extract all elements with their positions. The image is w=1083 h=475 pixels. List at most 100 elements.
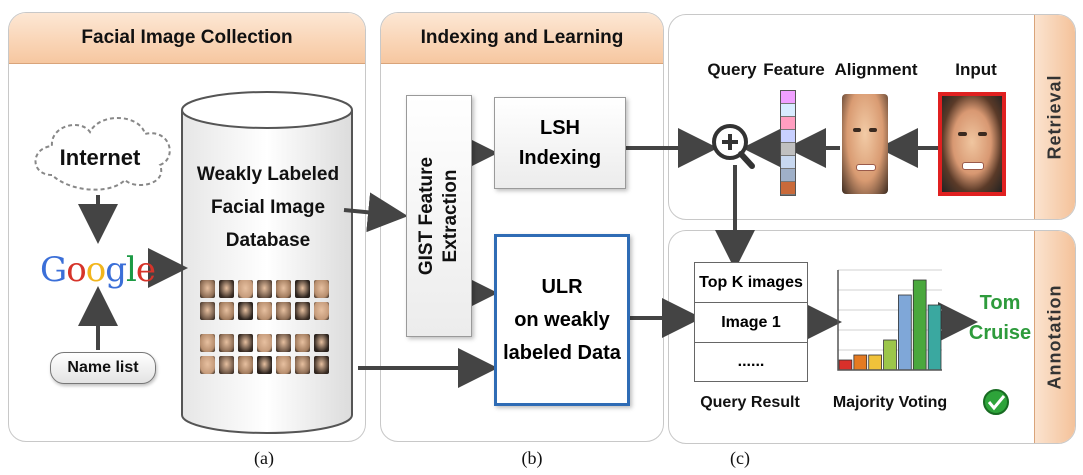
- face-thumbnail: [238, 280, 253, 298]
- chart-bar: [912, 279, 927, 371]
- panel-title-indexing: Indexing and Learning: [381, 13, 663, 64]
- gist-feature-extraction-box: GIST Feature Extraction: [406, 95, 472, 337]
- chart-bar: [853, 354, 868, 371]
- query-result-label: Query Result: [700, 394, 800, 411]
- result-row-text: Image 1: [721, 313, 781, 331]
- feature-vector-cell: [781, 104, 795, 117]
- database-label-line: Facial Image: [210, 197, 326, 218]
- face-thumbnail: [295, 334, 310, 352]
- feature-vector-cell: [781, 117, 795, 130]
- face-thumbnail: [257, 280, 272, 298]
- alignment-label: Alignment: [834, 60, 918, 79]
- face-thumbnail: [314, 302, 329, 320]
- aligned-face-mouth: [856, 164, 876, 171]
- google-logo-letter: g: [105, 250, 127, 290]
- result-row-text: Top K images: [699, 273, 803, 291]
- feature-vector-cell: [781, 169, 795, 182]
- ulr-label-line: labeled Data: [503, 341, 621, 364]
- face-thumbnail: [200, 356, 215, 374]
- database-label-line: Weakly Labeled: [196, 164, 340, 185]
- answer-label-line: Cruise: [968, 322, 1032, 344]
- feature-vector-cell: [781, 156, 795, 169]
- database-label-line: Database: [225, 230, 311, 251]
- majority-voting-chart: [837, 269, 942, 371]
- result-row-text: ......: [737, 353, 765, 370]
- chart-bar: [898, 294, 912, 371]
- feature-vector-cell: [781, 91, 795, 104]
- query-label: Query: [707, 60, 757, 79]
- aligned-face-image: [842, 94, 888, 194]
- face-thumbnail: [219, 302, 234, 320]
- internet-cloud-icon: [34, 117, 171, 191]
- internet-label: Internet: [59, 145, 141, 170]
- gist-label-line: GIST Feature: [416, 156, 437, 276]
- feature-label: Feature: [763, 60, 825, 79]
- annotation-side-label: Annotation: [1034, 231, 1075, 443]
- face-thumbnail: [219, 280, 234, 298]
- face-thumbnail: [295, 280, 310, 298]
- google-logo-letter: e: [135, 250, 156, 290]
- input-face-eye: [958, 132, 967, 136]
- face-thumbnail: [219, 356, 234, 374]
- feature-vector-cell: [781, 182, 795, 195]
- face-thumbnail: [314, 334, 329, 352]
- query-result-table: Top K images Image 1 ......: [694, 262, 808, 382]
- face-thumbnail: [257, 302, 272, 320]
- google-logo-letter: o: [85, 250, 107, 290]
- face-thumbnail: [257, 334, 272, 352]
- google-logo: Google: [40, 250, 156, 290]
- face-thumbnail: [238, 302, 253, 320]
- answer-label: Tom Cruise: [968, 288, 1032, 348]
- feature-vector: [780, 90, 796, 196]
- face-thumbnail: [295, 302, 310, 320]
- ulr-box: ULR on weakly labeled Data: [494, 234, 630, 406]
- retrieval-side-label: Retrieval: [1034, 15, 1075, 219]
- face-thumbnail: [200, 334, 215, 352]
- query-magnifier-plus-icon: [712, 124, 755, 169]
- google-logo-letter: G: [40, 250, 67, 290]
- face-thumbnail: [314, 356, 329, 374]
- ulr-label-line: ULR: [541, 275, 583, 298]
- input-label: Input: [955, 60, 997, 79]
- google-logo-letter: l: [125, 250, 137, 290]
- result-row: Image 1: [695, 303, 807, 343]
- lsh-label-line: Indexing: [518, 147, 602, 169]
- chart-bar: [883, 339, 897, 371]
- google-logo-letter: o: [66, 250, 87, 290]
- lsh-indexing-box: LSH Indexing: [494, 97, 626, 189]
- face-thumbnail: [257, 356, 272, 374]
- aligned-face-eye: [869, 128, 877, 132]
- input-face-eye: [978, 132, 987, 136]
- face-thumbnail: [295, 356, 310, 374]
- caption-b: (b): [521, 448, 543, 468]
- chart-bar: [927, 304, 942, 371]
- result-row: ......: [695, 343, 807, 381]
- chart-bar: [868, 354, 882, 371]
- aligned-face-eye: [853, 128, 861, 132]
- database-label: Weakly Labeled Facial Image Database: [182, 158, 354, 257]
- face-thumbnail: [276, 280, 291, 298]
- face-thumbnail: [314, 280, 329, 298]
- gist-label: GIST Feature Extraction: [415, 157, 463, 275]
- face-thumbnail: [219, 334, 234, 352]
- panel-title-collection: Facial Image Collection: [9, 13, 365, 64]
- face-thumbnail: [238, 356, 253, 374]
- caption-a: (a): [254, 448, 274, 468]
- feature-vector-cell: [781, 130, 795, 143]
- face-thumbnail: [276, 334, 291, 352]
- face-thumbnail: [276, 356, 291, 374]
- name-list-label: Name list: [67, 359, 139, 376]
- answer-label-line: Tom: [979, 292, 1021, 314]
- database-cylinder-icon: [181, 91, 353, 434]
- face-thumbnail: [276, 302, 291, 320]
- face-thumbnail: [238, 334, 253, 352]
- input-face-image: [938, 92, 1006, 196]
- face-thumbnail-grid: [200, 280, 340, 390]
- gist-label-line: Extraction: [440, 169, 461, 263]
- input-face-mouth: [962, 162, 984, 170]
- face-thumbnail: [200, 302, 215, 320]
- lsh-label-line: LSH: [540, 117, 580, 139]
- chart-bar: [838, 359, 853, 371]
- ulr-label-line: on weakly: [514, 308, 610, 331]
